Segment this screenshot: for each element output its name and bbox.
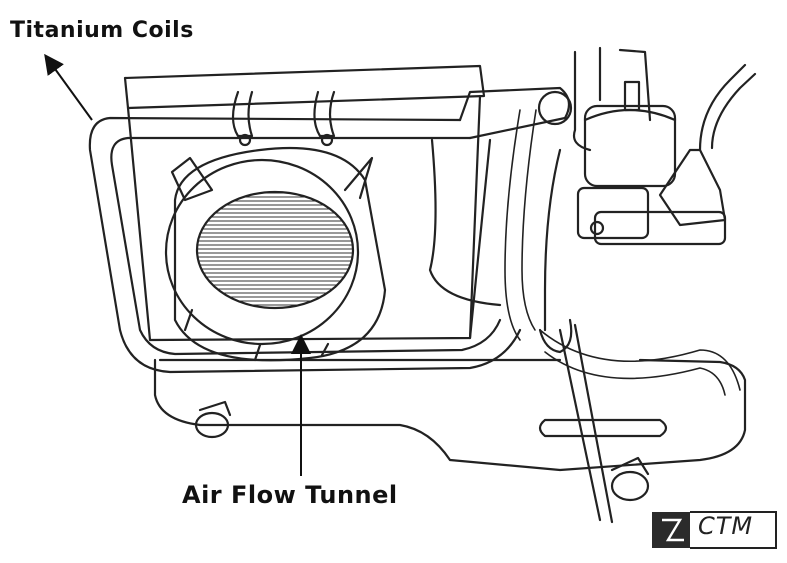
compressor-assembly	[537, 46, 757, 524]
ctm-logo-text: CTM	[698, 512, 754, 540]
label-arrows	[44, 53, 311, 476]
drain-fittings	[194, 400, 650, 502]
ctm-logo	[652, 511, 777, 549]
air-flow-tunnel	[164, 146, 387, 362]
titanium-coils-label: Titanium Coils	[10, 18, 194, 43]
mounting-clips	[231, 90, 336, 147]
corrugated-hose	[504, 109, 741, 396]
air-flow-tunnel-label: Air Flow Tunnel	[182, 481, 398, 509]
